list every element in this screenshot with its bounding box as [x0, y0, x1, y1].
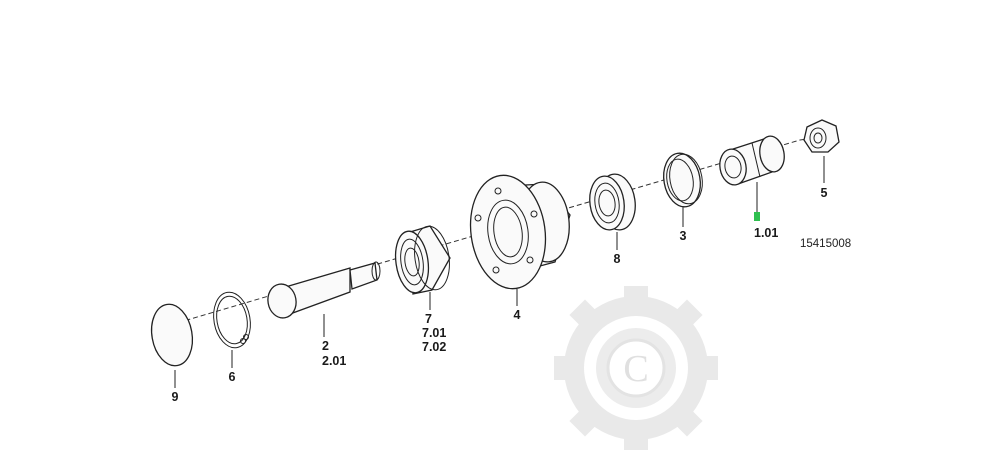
label-2: 2	[322, 339, 329, 353]
part-8-seal	[589, 173, 636, 231]
part-3-ring	[663, 152, 703, 208]
drawing-code: 15415008	[800, 238, 851, 250]
label-8: 8	[614, 252, 621, 266]
part-6-circlip	[213, 291, 251, 349]
label-2-01: 2.01	[322, 354, 346, 368]
label-7-02: 7.02	[422, 340, 446, 354]
part-4-hub	[469, 174, 571, 290]
label-9: 9	[172, 390, 179, 404]
label-7: 7	[425, 312, 432, 326]
label-4: 4	[514, 308, 521, 322]
label-1-01: 1.01	[754, 226, 778, 240]
label-5: 5	[821, 186, 828, 200]
part-labels: 9 6 2 2.01 7 7.01 7.02 4 8 3 1.01 5 1541…	[172, 186, 852, 404]
leader-lines	[174, 156, 825, 388]
part-5-nut	[803, 119, 840, 153]
label-6: 6	[229, 370, 236, 384]
part-9-cap	[150, 303, 194, 367]
part-1-bushing	[719, 135, 785, 186]
part-7-bearing	[394, 225, 451, 295]
label-3: 3	[680, 229, 687, 243]
part-2-shaft	[267, 261, 381, 319]
watermark-logo: C	[554, 286, 718, 450]
highlight-marker	[754, 212, 760, 221]
watermark-letter: C	[623, 348, 648, 390]
label-7-01: 7.01	[422, 326, 446, 340]
